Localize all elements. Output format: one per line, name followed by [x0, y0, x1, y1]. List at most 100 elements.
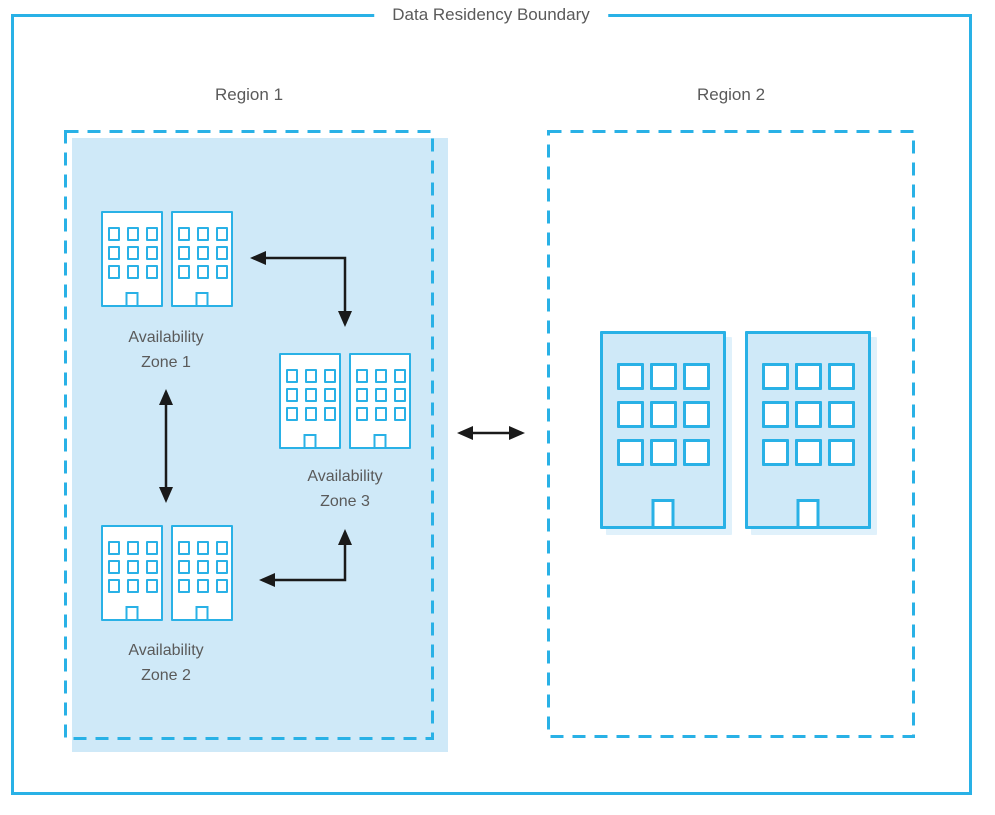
window-icon — [394, 407, 406, 421]
window-icon — [216, 246, 228, 260]
building-door — [373, 434, 387, 447]
window-icon — [127, 246, 139, 260]
window-icon — [795, 401, 822, 428]
window-icon — [108, 541, 120, 555]
window-icon — [197, 579, 209, 593]
region-2-dashed-border — [547, 130, 915, 738]
window-icon — [286, 407, 298, 421]
window-icon — [127, 227, 139, 241]
window-icon — [356, 407, 368, 421]
window-icon — [108, 246, 120, 260]
building-icon — [349, 353, 411, 449]
building-door — [195, 292, 209, 305]
availability-zone-3-label: Availability Zone 3 — [307, 468, 383, 510]
window-icon — [127, 541, 139, 555]
window-icon — [305, 407, 317, 421]
building-icon — [171, 211, 233, 307]
building-windows — [617, 363, 710, 466]
building-icon — [101, 211, 163, 307]
window-icon — [216, 265, 228, 279]
building-door — [303, 434, 317, 447]
window-icon — [178, 541, 190, 555]
building-door — [125, 606, 139, 619]
elbow-arrow-az1-az3 — [250, 251, 352, 327]
window-icon — [795, 363, 822, 390]
window-icon — [197, 560, 209, 574]
window-icon — [197, 246, 209, 260]
building-windows — [178, 227, 228, 279]
window-icon — [375, 369, 387, 383]
window-icon — [146, 560, 158, 574]
window-icon — [178, 560, 190, 574]
building-icon — [600, 331, 726, 529]
building-windows — [108, 227, 158, 279]
building-windows — [356, 369, 406, 421]
window-icon — [146, 541, 158, 555]
window-icon — [146, 265, 158, 279]
region-2-label: Region 2 — [696, 85, 766, 104]
window-icon — [286, 388, 298, 402]
window-icon — [127, 579, 139, 593]
building-windows — [108, 541, 158, 593]
window-icon — [324, 407, 336, 421]
window-icon — [146, 246, 158, 260]
window-icon — [375, 407, 387, 421]
window-icon — [828, 363, 855, 390]
window-icon — [216, 560, 228, 574]
building-door — [796, 499, 820, 526]
window-icon — [762, 439, 789, 466]
window-icon — [683, 439, 710, 466]
window-icon — [324, 388, 336, 402]
window-icon — [650, 363, 677, 390]
window-icon — [197, 227, 209, 241]
region-1-label: Region 1 — [214, 85, 284, 104]
window-icon — [216, 227, 228, 241]
window-icon — [127, 265, 139, 279]
building-windows — [286, 369, 336, 421]
window-icon — [197, 265, 209, 279]
building-door — [195, 606, 209, 619]
window-icon — [617, 363, 644, 390]
building-icon — [745, 331, 871, 529]
building-icon — [279, 353, 341, 449]
window-icon — [305, 388, 317, 402]
availability-zone-2-label: Availability Zone 2 — [128, 642, 204, 684]
window-icon — [650, 401, 677, 428]
window-icon — [108, 227, 120, 241]
building-door — [651, 499, 675, 526]
building-windows — [762, 363, 855, 466]
window-icon — [146, 227, 158, 241]
window-icon — [762, 401, 789, 428]
window-icon — [305, 369, 317, 383]
elbow-arrow-az2-az3 — [259, 529, 352, 587]
window-icon — [108, 265, 120, 279]
window-icon — [617, 401, 644, 428]
window-icon — [178, 265, 190, 279]
window-icon — [108, 560, 120, 574]
window-icon — [356, 388, 368, 402]
window-icon — [394, 369, 406, 383]
window-icon — [394, 388, 406, 402]
building-door — [125, 292, 139, 305]
window-icon — [683, 401, 710, 428]
window-icon — [216, 579, 228, 593]
window-icon — [146, 579, 158, 593]
building-windows — [178, 541, 228, 593]
window-icon — [683, 363, 710, 390]
window-icon — [356, 369, 368, 383]
window-icon — [617, 439, 644, 466]
availability-zone-1-label: Availability Zone 1 — [128, 329, 204, 371]
window-icon — [178, 246, 190, 260]
window-icon — [762, 363, 789, 390]
window-icon — [127, 560, 139, 574]
window-icon — [375, 388, 387, 402]
window-icon — [178, 227, 190, 241]
building-icon — [101, 525, 163, 621]
window-icon — [216, 541, 228, 555]
window-icon — [650, 439, 677, 466]
building-icon — [171, 525, 233, 621]
window-icon — [197, 541, 209, 555]
window-icon — [286, 369, 298, 383]
